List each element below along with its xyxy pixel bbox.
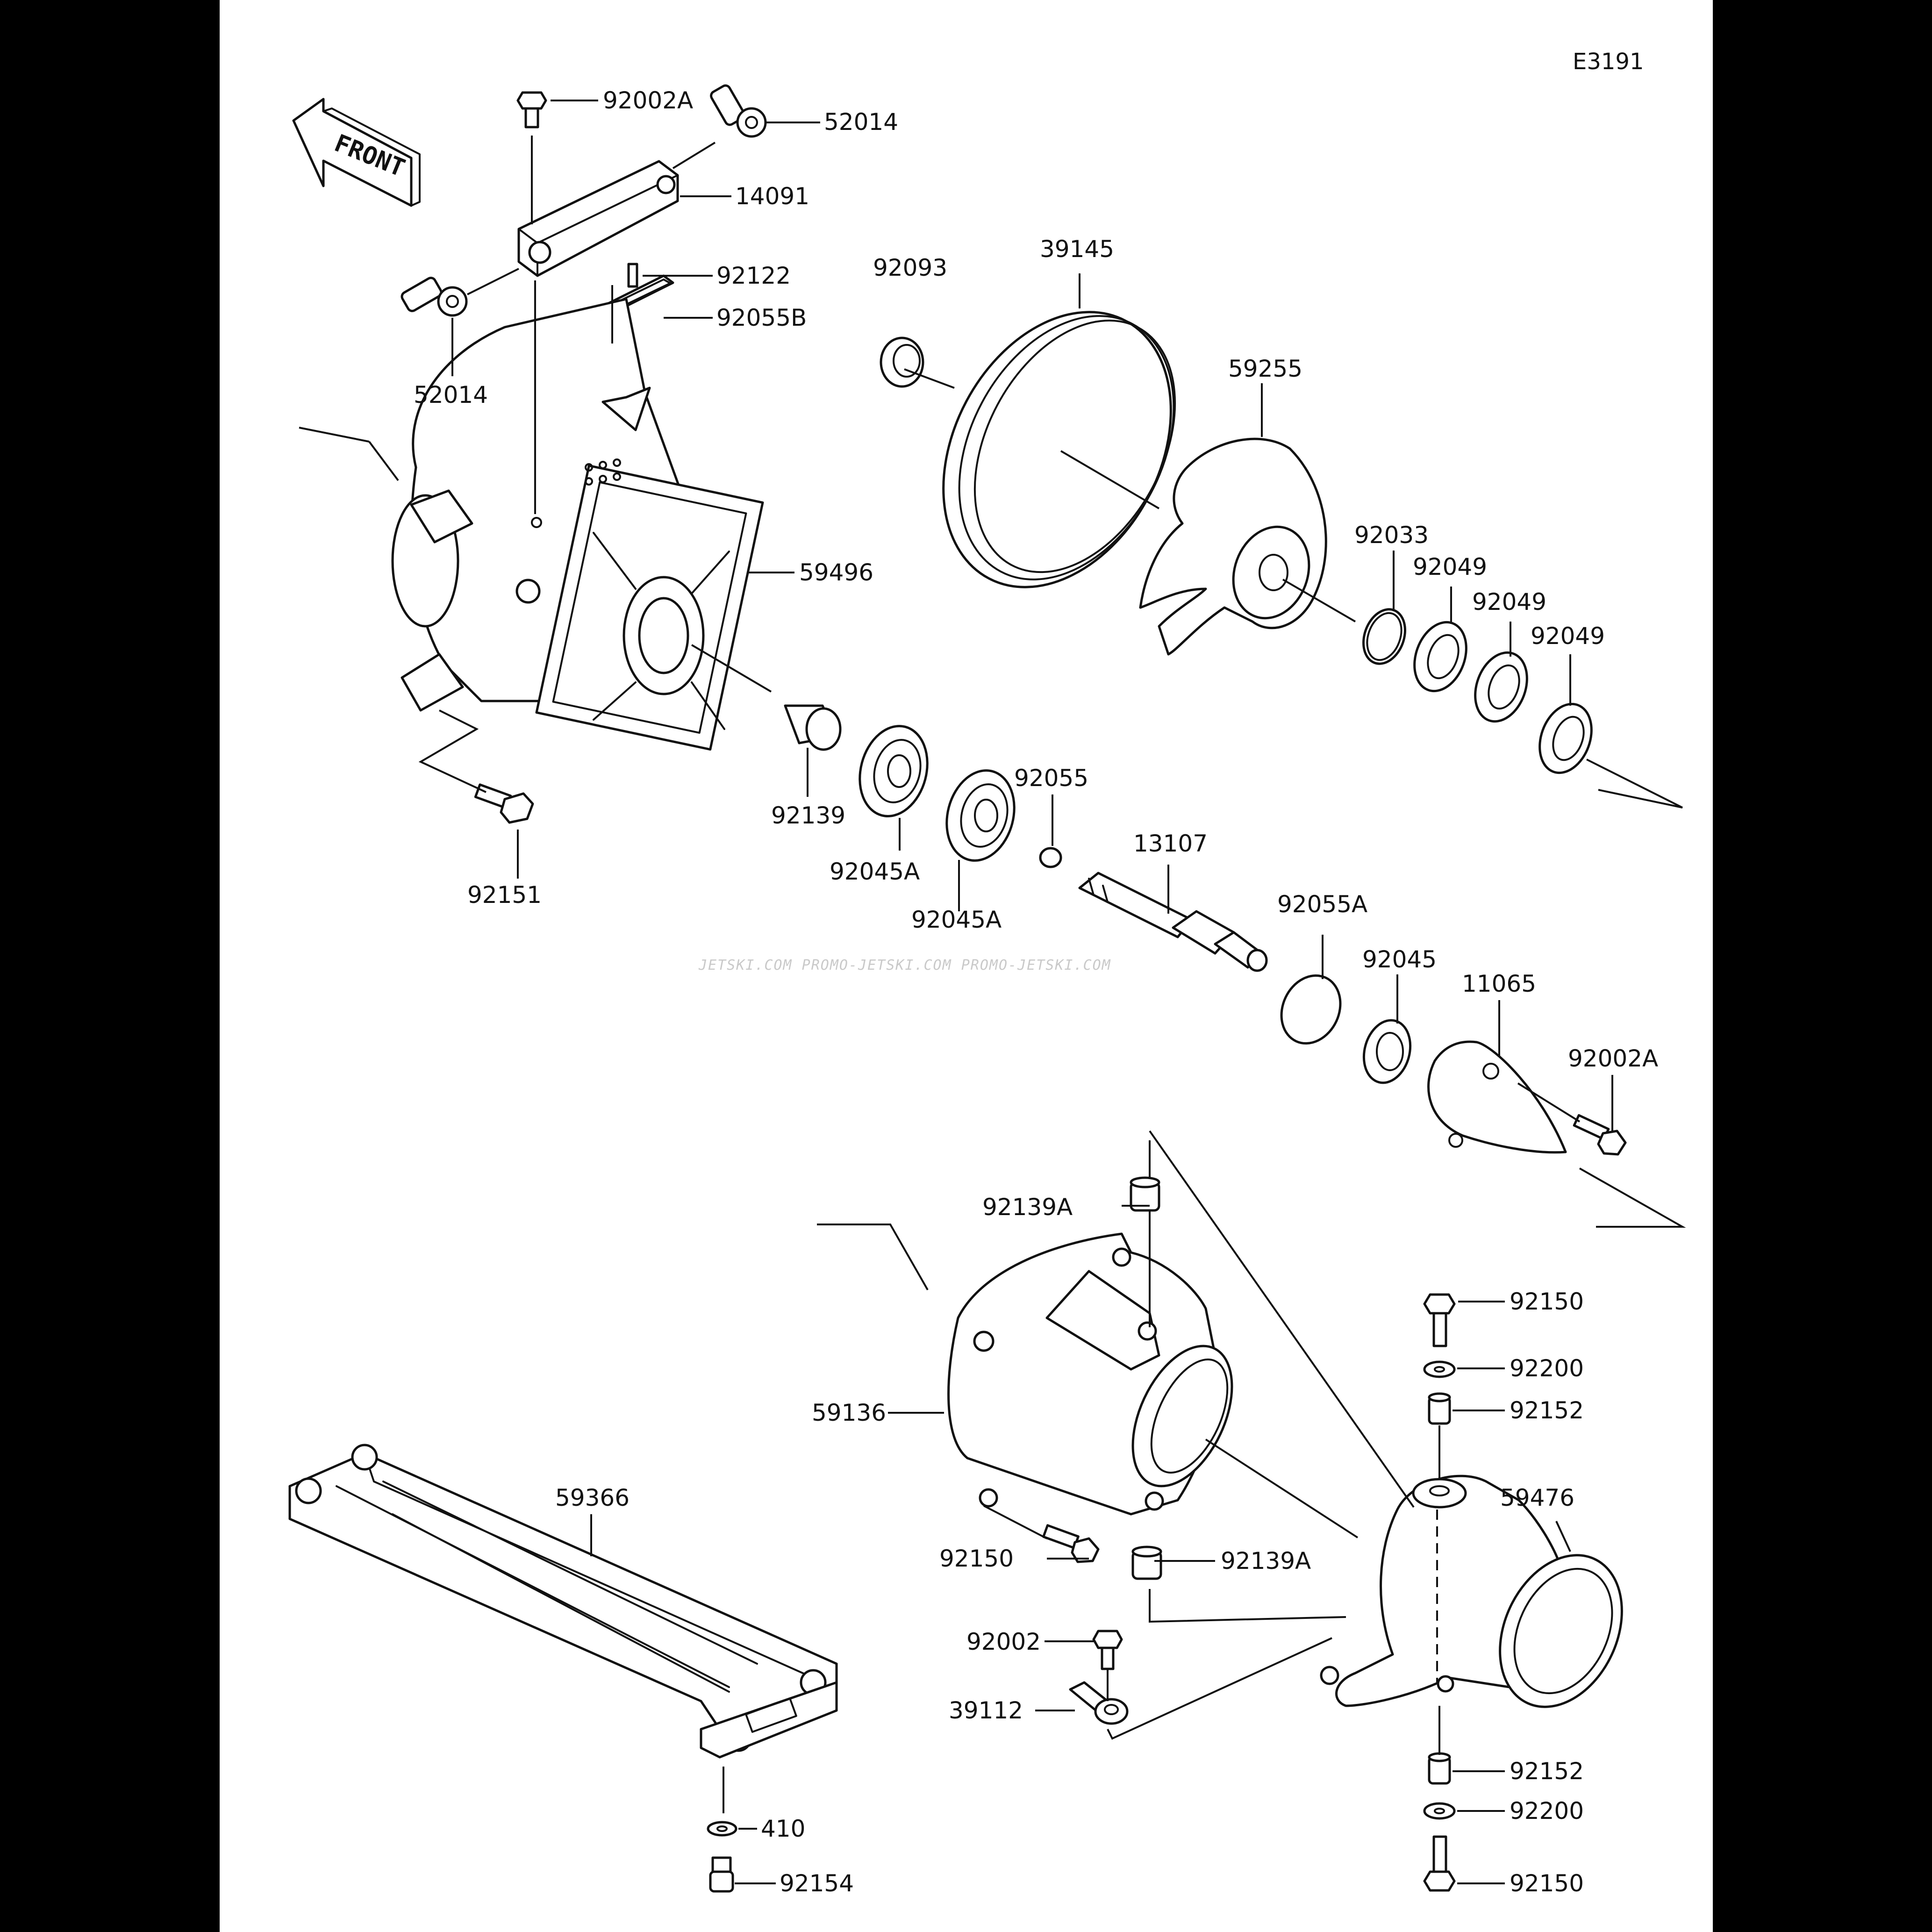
seal-92049-c-part: [1538, 702, 1593, 774]
label-92055: 92055: [1014, 765, 1088, 792]
bolt-92154-part: [709, 1856, 734, 1893]
steering-nozzle-59476-part: [1320, 1474, 1623, 1708]
label-92150-top: 92150: [1510, 1288, 1584, 1315]
pin-92122-part: [627, 263, 638, 288]
label-92002A-right: 92002A: [1568, 1045, 1658, 1072]
bushing-92139-part: [784, 704, 842, 751]
nozzle-59136-part: [947, 1232, 1233, 1516]
label-92049-c: 92049: [1531, 623, 1605, 650]
impeller-59255-part: [1139, 437, 1327, 656]
circlip-92033-part: [1362, 608, 1406, 665]
bushing-92139A-top-part: [1130, 1176, 1160, 1212]
label-92139A-top: 92139A: [982, 1194, 1073, 1221]
label-92151: 92151: [467, 881, 542, 909]
label-92045: 92045: [1362, 946, 1437, 973]
bolt-92150-left-part: [1042, 1524, 1100, 1563]
ride-plate-59366-part: [288, 1444, 838, 1759]
oring-92055A-part: [1280, 974, 1342, 1045]
label-92139: 92139: [771, 802, 845, 829]
part-labels: 92002A 52014 14091 92122 92055B 52014 59…: [414, 87, 1658, 1897]
label-11065: 11065: [1462, 970, 1536, 997]
label-92002A-top: 92002A: [603, 87, 693, 114]
label-92055A: 92055A: [1277, 891, 1367, 918]
leader-lines: [299, 100, 1686, 1884]
label-92045A-a: 92045A: [830, 858, 920, 885]
washer-92200-top-part: [1423, 1360, 1456, 1378]
bearing-92045A-a-part: [859, 725, 929, 817]
liner-39145-part: [942, 311, 1176, 588]
diagram-code: E3191: [1573, 49, 1644, 75]
lever-39112-part: [1069, 1681, 1129, 1725]
label-59476: 59476: [1500, 1484, 1574, 1511]
label-92150-bottom: 92150: [1510, 1870, 1584, 1897]
label-39145: 39145: [1040, 236, 1114, 263]
label-92033: 92033: [1354, 522, 1429, 549]
bearing-92045A-b-part: [945, 769, 1016, 862]
label-92152-top: 92152: [1510, 1397, 1584, 1424]
label-92150-left: 92150: [939, 1545, 1014, 1572]
seal-92049-b-part: [1474, 651, 1528, 723]
label-92154: 92154: [780, 1870, 854, 1897]
label-52014-top: 52014: [824, 108, 898, 136]
bushing-92139A-bottom-part: [1131, 1546, 1162, 1580]
seal-92093-part: [880, 336, 924, 388]
label-92002: 92002: [966, 1628, 1041, 1655]
label-92139A-bottom: 92139A: [1221, 1547, 1311, 1574]
label-92045A-b: 92045A: [911, 906, 1002, 933]
collar-92152-top-part: [1428, 1392, 1451, 1425]
sensor-14091-part: [517, 160, 679, 277]
label-92200-bottom: 92200: [1510, 1797, 1584, 1825]
label-59496: 59496: [799, 559, 873, 586]
bearing-92045-part: [1362, 1019, 1412, 1084]
bolt-92002A-top-part: [516, 91, 547, 129]
washer-410-part: [707, 1821, 737, 1837]
label-52014-left: 52014: [414, 381, 488, 408]
label-92049-b: 92049: [1472, 588, 1546, 615]
label-92049-a: 92049: [1413, 553, 1487, 580]
shaft-13107-part: [1078, 872, 1268, 972]
bolt-92150-bottom-part: [1423, 1835, 1456, 1892]
bolt-92002-part: [1092, 1630, 1123, 1670]
label-13107: 13107: [1133, 830, 1208, 857]
cap-11065-part: [1427, 1040, 1567, 1154]
pump-housing-59496-part: [391, 298, 764, 751]
label-92055B: 92055B: [716, 304, 807, 331]
label-59366: 59366: [555, 1484, 630, 1511]
washer-92200-bottom-part: [1423, 1802, 1456, 1820]
oring-92055-part: [1039, 847, 1062, 868]
label-92122: 92122: [716, 262, 791, 289]
label-92093: 92093: [873, 254, 947, 281]
watermark-text: JETSKI.COM PROMO-JETSKI.COM PROMO-JETSKI…: [698, 957, 1111, 973]
fitting-52014-left-part: [401, 277, 468, 317]
label-92200-top: 92200: [1510, 1355, 1584, 1382]
front-arrow-icon: FRONT: [292, 98, 421, 207]
seal-92049-a-part: [1413, 621, 1467, 693]
label-14091: 14091: [735, 183, 809, 210]
label-59136: 59136: [812, 1399, 886, 1426]
fitting-52014-top-part: [710, 84, 767, 138]
label-92152-bottom: 92152: [1510, 1758, 1584, 1785]
bolt-92150-top-part: [1423, 1293, 1456, 1347]
label-59255: 59255: [1228, 355, 1302, 382]
label-39112: 39112: [949, 1697, 1023, 1724]
bolt-92002A-right-part: [1573, 1114, 1627, 1156]
collar-92152-bottom-part: [1428, 1752, 1451, 1785]
label-410: 410: [761, 1815, 805, 1842]
